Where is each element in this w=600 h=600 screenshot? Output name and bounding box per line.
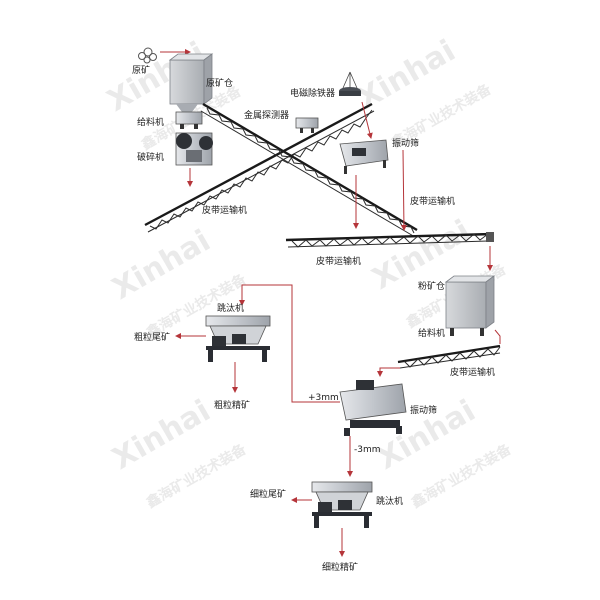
label-jig-1: 跳汰机 [217, 302, 244, 314]
electromagnet-icon [339, 71, 361, 96]
vibrating-screen-1 [339, 139, 389, 174]
vibrating-screen-2 [339, 380, 407, 436]
fine-ore-bin [444, 275, 496, 336]
ore-pile-icon [138, 47, 157, 64]
jig-machine-1 [205, 315, 271, 362]
label-magnetic-separator: 电磁除铁器 [290, 87, 335, 99]
belt-conveyor-d [397, 344, 501, 369]
label-metal-detector: 金属探测器 [244, 109, 289, 121]
belt-conveyor-c [285, 232, 494, 248]
label-belt-conveyor-3: 皮带运输机 [316, 255, 361, 267]
raw-ore-bin [168, 53, 214, 112]
flow-arrow [400, 149, 407, 231]
label-coarse-tailings: 粗粒尾矿 [134, 331, 170, 343]
label-jig-2: 跳汰机 [376, 495, 403, 507]
label-crusher: 破碎机 [137, 151, 164, 163]
label-belt-conveyor-2: 皮带运输机 [410, 195, 455, 207]
label-minus-3mm: -3mm [354, 445, 381, 455]
metal-detector [295, 117, 319, 133]
label-fine-tailings: 细粒尾矿 [250, 488, 286, 500]
label-feeder-2: 给料机 [418, 327, 445, 339]
label-belt-conveyor-1: 皮带运输机 [202, 204, 247, 216]
jaw-crusher [175, 132, 213, 166]
label-raw-ore-bin: 原矿仓 [206, 77, 233, 89]
label-feeder-1: 给料机 [137, 116, 164, 128]
label-fine-concentrate: 细粒精矿 [322, 561, 358, 573]
belt-conveyor-b [200, 102, 418, 238]
label-raw-ore: 原矿 [132, 64, 150, 76]
flow-arrow [361, 101, 373, 139]
flow-arrow [494, 329, 501, 344]
label-fine-ore-bin: 粉矿仓 [418, 280, 445, 292]
label-plus-3mm: +3mm [308, 393, 339, 403]
belt-conveyor-a [144, 102, 375, 233]
flow-arrow [377, 367, 400, 377]
label-belt-conveyor-4: 皮带运输机 [450, 366, 495, 378]
jig-machine-2 [311, 481, 373, 528]
flow-arrow [239, 284, 340, 403]
watermark-group: Xinhai 鑫海矿业技术装备 Xinhai 鑫海矿业技术装备 Xinhai 鑫… [102, 33, 515, 512]
label-coarse-concentrate: 粗粒精矿 [214, 399, 250, 411]
label-vibrating-screen-2: 振动筛 [410, 404, 437, 416]
feeder-machine-1 [175, 111, 203, 129]
label-vibrating-screen-1: 振动筛 [392, 137, 419, 149]
